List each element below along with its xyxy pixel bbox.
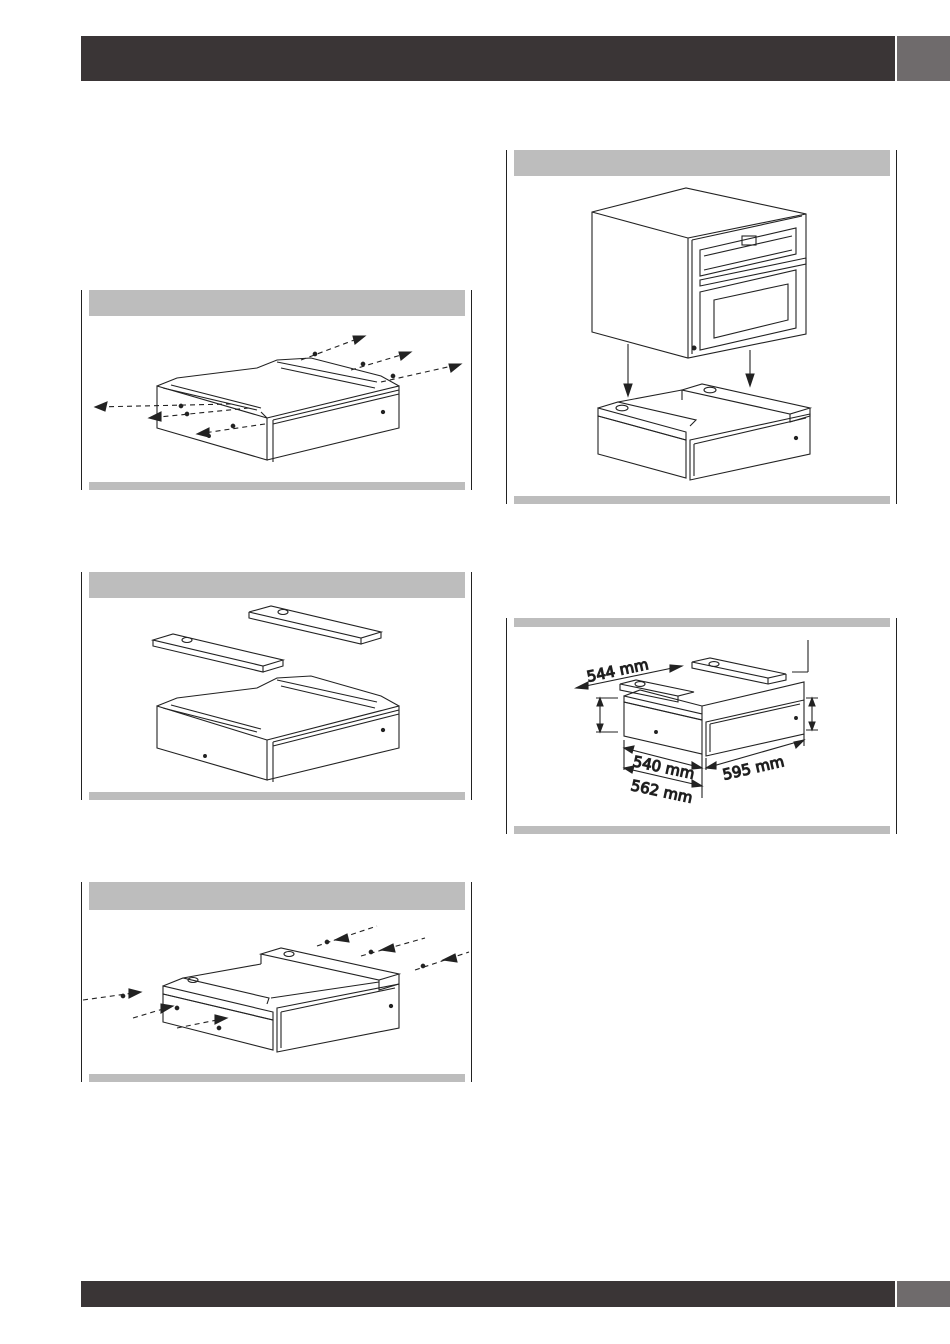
drawer-screws-illustration xyxy=(81,290,471,490)
figure-panel-fit-brackets xyxy=(81,882,472,1082)
header-tab xyxy=(897,36,950,81)
oven-on-drawer-illustration xyxy=(506,150,896,504)
header-bar xyxy=(81,36,895,81)
dimensions-illustration: 544 mm 540 mm 562 mm 595 mm xyxy=(506,618,896,834)
brackets-exploded-illustration xyxy=(81,572,471,800)
footer-tab xyxy=(897,1281,950,1307)
figure-panel-oven-on-drawer xyxy=(506,150,897,504)
figure-panel-remove-screws xyxy=(81,290,472,490)
fit-brackets-illustration xyxy=(81,882,471,1082)
figure-panel-brackets-exploded xyxy=(81,572,472,800)
dimension-label-595: 595 mm xyxy=(721,752,786,784)
figure-panel-dimensions: 544 mm 540 mm 562 mm 595 mm xyxy=(506,618,897,834)
footer-bar xyxy=(81,1281,895,1307)
